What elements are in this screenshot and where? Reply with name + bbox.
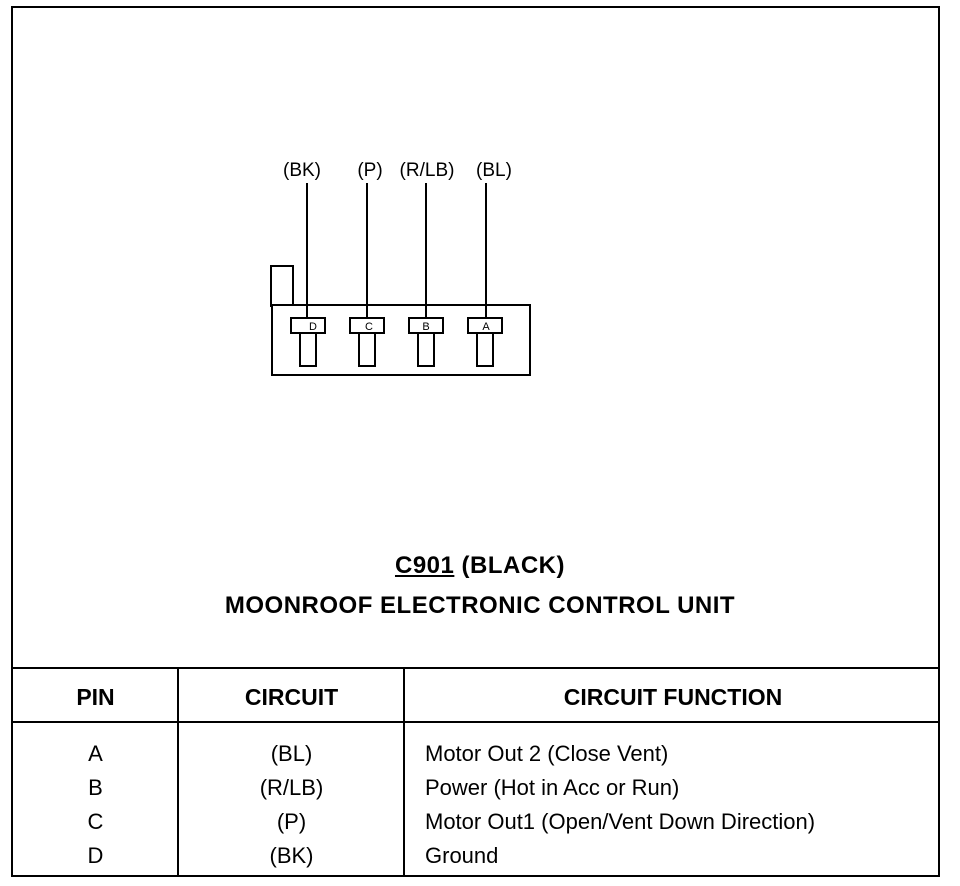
pin-label-b: B (422, 321, 429, 333)
pin-label-a: A (482, 321, 490, 333)
table-cell-pin: D (87, 843, 104, 868)
terminal-d (290, 317, 326, 334)
table-cell-pin: B (88, 775, 103, 800)
table-cell-pin: C (87, 809, 104, 834)
header-circuit-function: CIRCUIT FUNCTION (563, 684, 783, 710)
connector-color: (BLACK) (461, 552, 566, 579)
circuit-column: (BL) (R/LB) (P) (BK) (180, 737, 403, 873)
header-circuit: CIRCUIT (244, 684, 339, 710)
wire-label-r-lb: (R/LB) (400, 160, 455, 181)
function-column: Motor Out 2 (Close Vent) Power (Hot in A… (425, 737, 935, 873)
table-cell-pin: A (88, 741, 103, 766)
table-cell-function: Ground (425, 843, 499, 868)
table-cell-circuit: (R/LB) (259, 775, 324, 800)
terminal-c-pin (358, 332, 376, 367)
connector-id: C901 (394, 552, 455, 579)
diagram-frame (11, 6, 940, 877)
pin-label-c: C (365, 321, 373, 333)
wire-label-bk: (BK) (283, 160, 321, 181)
pin-column: A B C D (13, 737, 178, 873)
table-cell-function: Power (Hot in Acc or Run) (425, 775, 680, 800)
table-cell-function: Motor Out 2 (Close Vent) (425, 741, 669, 766)
connector-title: C901 (BLACK) (0, 552, 960, 580)
header-pin: PIN (76, 684, 115, 710)
table-cell-function: Motor Out1 (Open/Vent Down Direction) (425, 809, 816, 834)
table-cell-circuit: (BK) (269, 843, 314, 868)
terminal-a-pin (476, 332, 494, 367)
connector-lock-tab (270, 265, 294, 307)
pin-label-d: D (309, 321, 317, 333)
table-cell-circuit: (BL) (270, 741, 313, 766)
terminal-d-pin (299, 332, 317, 367)
wire-label-p: (P) (357, 160, 382, 181)
table-cell-circuit: (P) (276, 809, 307, 834)
wire-label-bl: (BL) (476, 160, 512, 181)
terminal-b-pin (417, 332, 435, 367)
connector-name: MOONROOF ELECTRONIC CONTROL UNIT (224, 592, 736, 619)
